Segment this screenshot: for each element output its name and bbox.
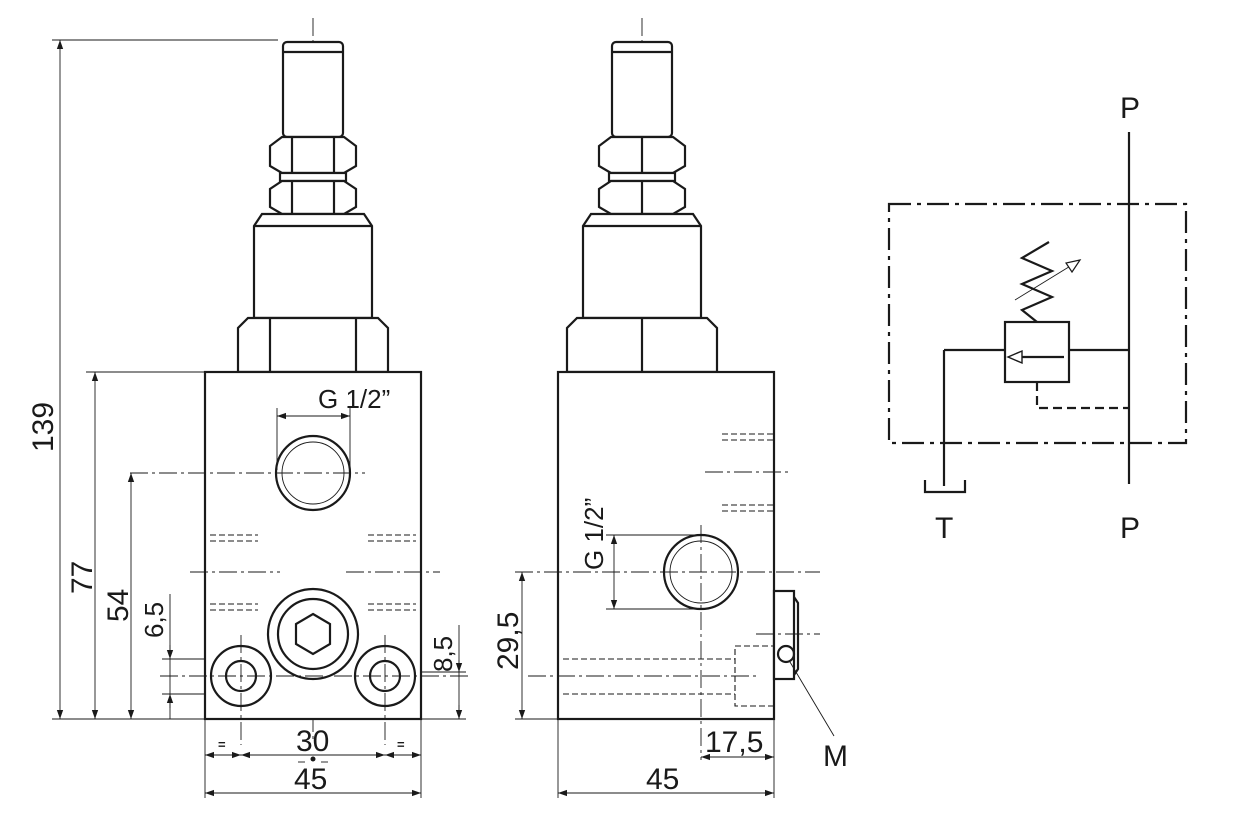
schematic-tank: T [935,512,953,545]
schematic-spring [1019,241,1055,323]
front-adjuster-stem [281,40,345,139]
side-dim-port-height: 29,5 [492,612,525,670]
front-equal-mark-left: = [218,737,226,752]
side-dim-port-offset: 17,5 [705,726,763,759]
front-dim-body-height: 77 [66,561,99,594]
schematic-tank-symbol [923,480,967,494]
side-adjuster-stem [610,40,674,139]
front-dim-hole-spacing: 30 [296,725,329,758]
schematic-pilot-line [1035,382,1129,410]
schematic-relief-valve [1003,320,1071,384]
schematic-boundary [887,202,1188,445]
side-upper-nut [597,135,687,175]
front-dim-body-width: 45 [294,763,327,796]
side-valve-body [556,370,776,721]
side-gauge-label: M [823,740,848,773]
schematic-pressure-bottom: P [1120,512,1140,545]
front-dim-port-height: 54 [102,589,135,622]
front-view: G 1/2” [27,18,470,798]
hydraulic-schematic: P P T [887,92,1188,545]
side-gauge-port [776,644,796,664]
side-view: G 1/2” M 29,5 17,5 45 [492,18,848,798]
side-gauge-plug [772,589,796,681]
schematic-pressure-top: P [1120,92,1140,125]
front-center-plug [266,587,360,681]
front-thread-label: G 1/2” [318,384,390,414]
front-dim-overall-height: 139 [27,402,60,452]
front-cartridge-body [252,212,374,320]
front-valve-body [203,370,423,721]
front-upper-nut [268,135,358,175]
side-cartridge-body [581,212,703,320]
front-equal-mark-right: = [397,737,405,752]
side-thread-label: G 1/2” [579,498,609,570]
side-dim-body-width: 45 [646,763,679,796]
front-lower-nut [268,179,358,216]
side-gauge-leader [789,661,835,737]
front-large-hex [236,316,390,374]
front-dim-mount-hole-offset: 6,5 [139,602,169,638]
schematic-adjust-arrow [1014,264,1073,301]
side-lower-nut [597,179,687,216]
front-dim-mount-hole-offset-right: 8,5 [428,636,458,672]
front-center-mark [310,756,316,762]
